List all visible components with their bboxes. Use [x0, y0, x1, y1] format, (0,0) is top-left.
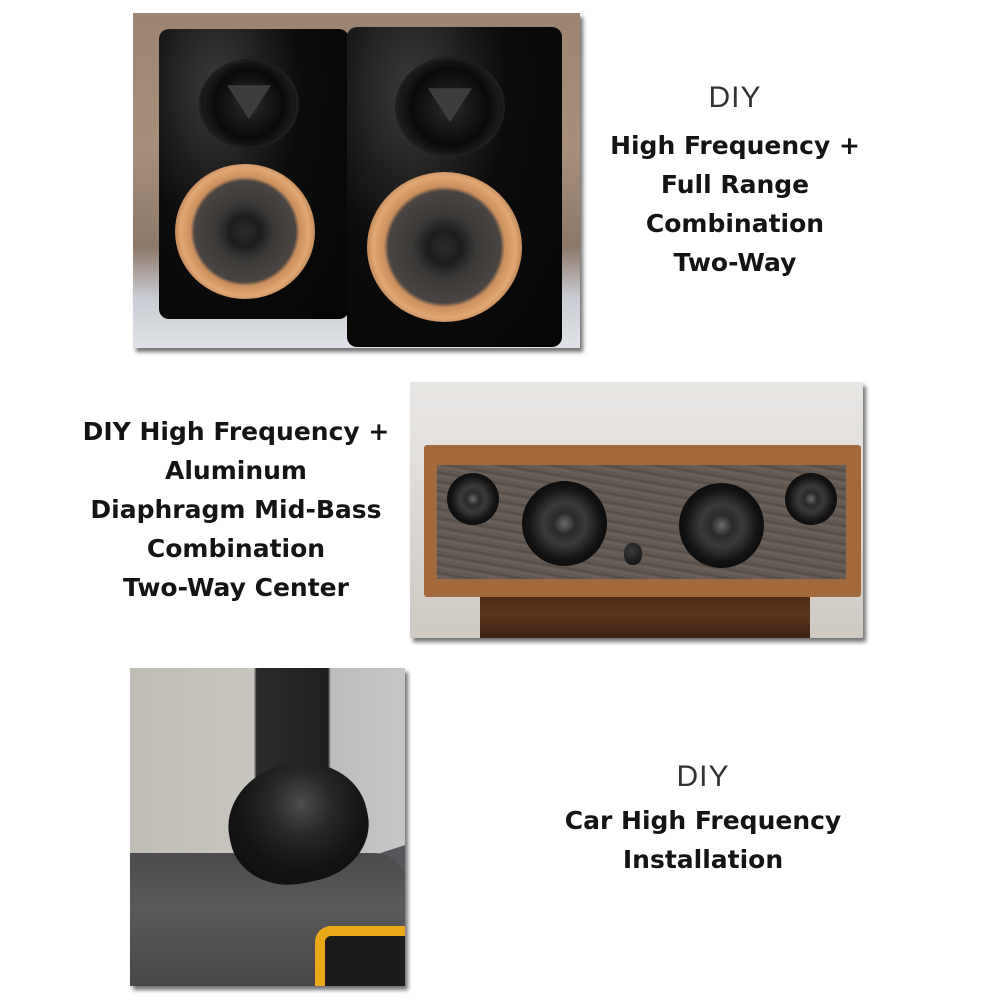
woofer-icon: [367, 172, 522, 322]
tweeter-icon: [447, 473, 499, 525]
mid-bass-driver-icon: [679, 483, 764, 568]
caption-line: DIY High Frequency +: [82, 417, 390, 446]
mid-bass-driver-icon: [522, 481, 607, 566]
right-speaker: [347, 27, 562, 347]
caption-prefix: DIY: [676, 760, 730, 793]
caption-prefix: DIY: [708, 81, 762, 114]
caption-line: Installation: [622, 845, 784, 874]
car-tweeter-photo: [130, 668, 405, 986]
wooden-stand: [480, 597, 810, 638]
caption-line: Two-Way: [673, 248, 797, 277]
tweeter-icon: [785, 473, 837, 525]
caption-line: Diaphragm Mid-Bass: [90, 495, 382, 524]
caption-car: DIY Car High Frequency Installation: [548, 755, 858, 879]
volume-knob-icon: [624, 543, 642, 565]
woofer-icon: [175, 164, 315, 299]
caption-line: Two-Way Center: [123, 573, 349, 602]
caption-bookshelf: DIY High Frequency + Full Range Combinat…: [590, 76, 880, 282]
wooden-cabinet: [424, 445, 861, 597]
front-panel: [437, 465, 846, 579]
bookshelf-speakers-photo: [133, 13, 580, 348]
caption-line: High Frequency +: [610, 131, 860, 160]
caption-line: Car High Frequency: [564, 806, 842, 835]
left-speaker: [159, 29, 349, 319]
door-handle-trim: [315, 926, 405, 986]
caption-center: DIY High Frequency + Aluminum Diaphragm …: [66, 412, 406, 607]
caption-line: Aluminum: [165, 456, 307, 485]
caption-line: Combination: [146, 534, 326, 563]
caption-line: Combination: [645, 209, 825, 238]
center-speaker-photo: [410, 382, 863, 638]
caption-line: Full Range: [660, 170, 810, 199]
horn-tweeter-icon: [199, 59, 299, 149]
horn-tweeter-icon: [395, 57, 505, 157]
